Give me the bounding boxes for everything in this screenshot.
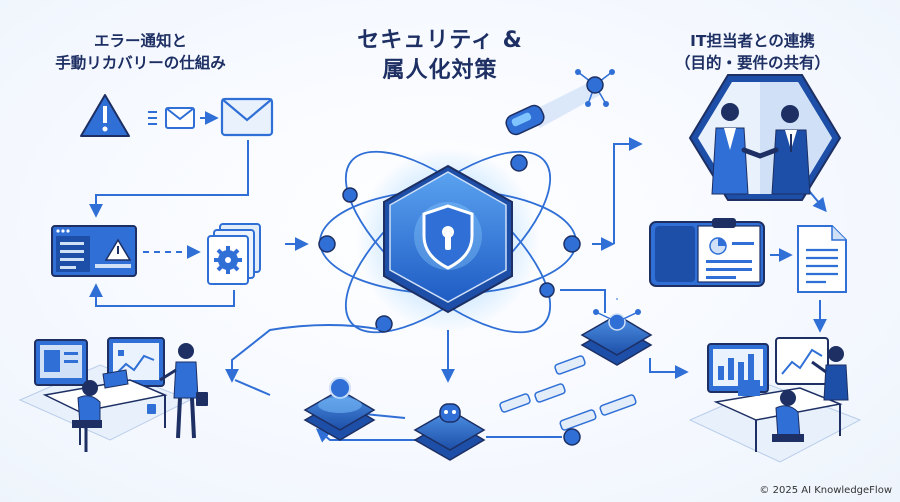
flow-lines [225,324,455,443]
analyst-at-desk-icon [688,337,862,463]
copyright-notice: © 2025 AI KnowledgeFlow [759,485,892,496]
center-title-line1: セキュリティ & [357,28,523,53]
center-section-title: セキュリティ & 属人化対策 [325,26,555,86]
track-segments [499,355,637,431]
robot-node-icon [413,403,486,461]
document-icon [797,225,847,293]
orbit-nodes [318,154,581,333]
connector-node [563,428,581,446]
connector-line [89,140,249,218]
molecule-node-icon [575,69,615,107]
network-node-icon [580,309,653,366]
connector-line [560,289,606,313]
robot-node-icon [303,377,376,441]
handshake-icon [688,74,842,201]
dashboard-window-icon [51,225,137,277]
speed-lines [148,111,157,125]
email-icon [165,107,195,129]
left-title-line2: 手動リカバリーの仕組み [55,54,226,72]
clipboard-binder-icon [649,218,765,287]
connector-line [613,137,643,244]
connector-line [89,283,235,307]
data-capsule-icon [505,82,600,136]
left-title-line1: エラー通知と [93,32,187,50]
warning-icon [80,94,130,137]
right-title-line2: （目的・要件の共有） [674,54,830,72]
right-section-title: IT担当者との連携 （目的・要件の共有） [650,30,855,74]
people-at-desk-icon [18,337,208,452]
connector-line [649,358,689,379]
left-section-title: エラー通知と 手動リカバリーの仕組み [38,30,243,74]
shield-keyhole-icon [383,164,513,314]
right-title-line1: IT担当者との連携 [690,32,815,50]
gear-documents-icon [207,223,261,285]
center-title-line2: 属人化対策 [382,58,498,83]
large-email-icon [220,97,274,137]
